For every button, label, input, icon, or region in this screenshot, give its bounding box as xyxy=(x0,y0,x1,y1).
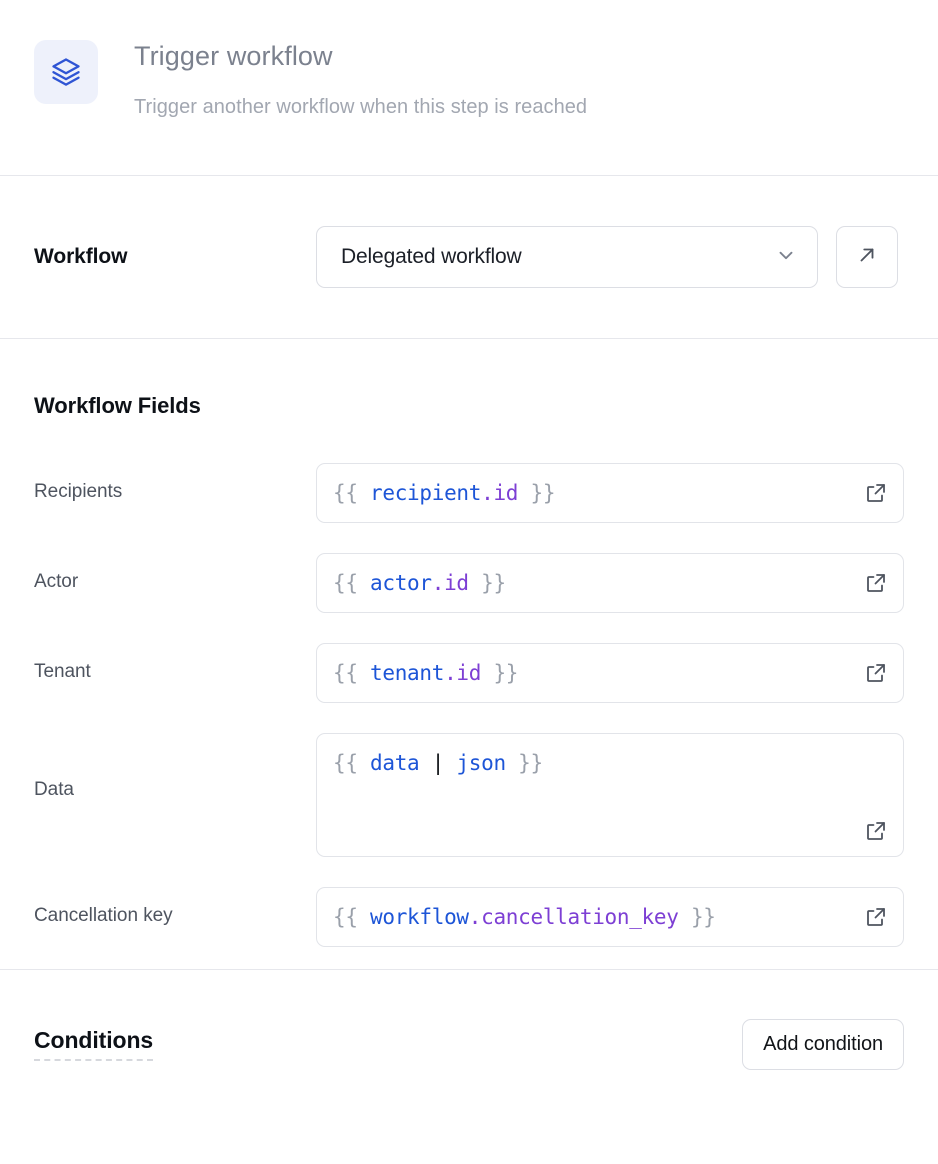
divider-fields xyxy=(0,969,938,970)
divider-header xyxy=(0,175,938,176)
external-link-icon[interactable] xyxy=(863,660,889,686)
workflow-label: Workflow xyxy=(34,245,128,268)
field-label: Cancellation key xyxy=(34,905,173,926)
field-template-value: {{ tenant.id }} xyxy=(333,661,519,685)
layers-icon xyxy=(34,40,98,104)
external-link-icon[interactable] xyxy=(863,570,889,596)
chevron-down-icon xyxy=(775,244,797,271)
field-template-input[interactable]: {{ data | json }} xyxy=(316,733,904,857)
workflow-select[interactable]: Delegated workflow xyxy=(316,226,818,288)
workflow-fields-heading: Workflow Fields xyxy=(34,393,201,418)
field-label: Tenant xyxy=(34,661,91,682)
workflow-select-group: Delegated workflow xyxy=(316,226,904,288)
divider-workflow xyxy=(0,338,938,339)
workflow-fields-list: Recipients {{ recipient.id }} Actor {{ acto… xyxy=(34,463,904,947)
conditions-title: Conditions xyxy=(34,1027,153,1061)
field-label: Data xyxy=(34,779,74,800)
field-label: Recipients xyxy=(34,481,123,502)
workflow-select-value: Delegated workflow xyxy=(341,245,522,268)
workflow-fields-section: Workflow Fields Recipients {{ recipient.i… xyxy=(0,339,938,947)
field-template-input[interactable]: {{ actor.id }} xyxy=(316,553,904,613)
external-link-icon[interactable] xyxy=(863,480,889,506)
workflow-field-row: Recipients {{ recipient.id }} xyxy=(34,463,904,523)
field-template-value: {{ actor.id }} xyxy=(333,571,506,595)
workflow-section: Workflow Delegated workflow xyxy=(0,176,938,338)
panel-header: Trigger workflow Trigger another workflo… xyxy=(0,0,938,175)
page-title: Trigger workflow xyxy=(134,41,333,71)
external-link-icon[interactable] xyxy=(863,904,889,930)
workflow-field-row: Data {{ data | json }} xyxy=(34,733,904,857)
external-link-icon[interactable] xyxy=(863,818,889,844)
field-template-value: {{ data | json }} xyxy=(333,751,543,775)
workflow-field-row: Cancellation key {{ workflow.cancellation… xyxy=(34,887,904,947)
page-subtitle: Trigger another workflow when this step … xyxy=(134,96,588,118)
field-label: Actor xyxy=(34,571,79,592)
field-template-value: {{ recipient.id }} xyxy=(333,481,556,505)
add-condition-button[interactable]: Add condition xyxy=(742,1018,904,1070)
arrow-up-right-icon xyxy=(856,244,878,271)
field-template-value: {{ workflow.cancellation_key }} xyxy=(333,905,716,929)
field-template-input[interactable]: {{ recipient.id }} xyxy=(316,463,904,523)
field-template-input[interactable]: {{ tenant.id }} xyxy=(316,643,904,703)
panel-header-text: Trigger workflow Trigger another workflo… xyxy=(134,32,587,121)
field-template-input[interactable]: {{ workflow.cancellation_key }} xyxy=(316,887,904,947)
workflow-field-row: Actor {{ actor.id }} xyxy=(34,553,904,613)
conditions-section: Conditions Add condition xyxy=(0,970,938,1118)
workflow-field-row: Tenant {{ tenant.id }} xyxy=(34,643,904,703)
open-workflow-button[interactable] xyxy=(836,226,898,288)
